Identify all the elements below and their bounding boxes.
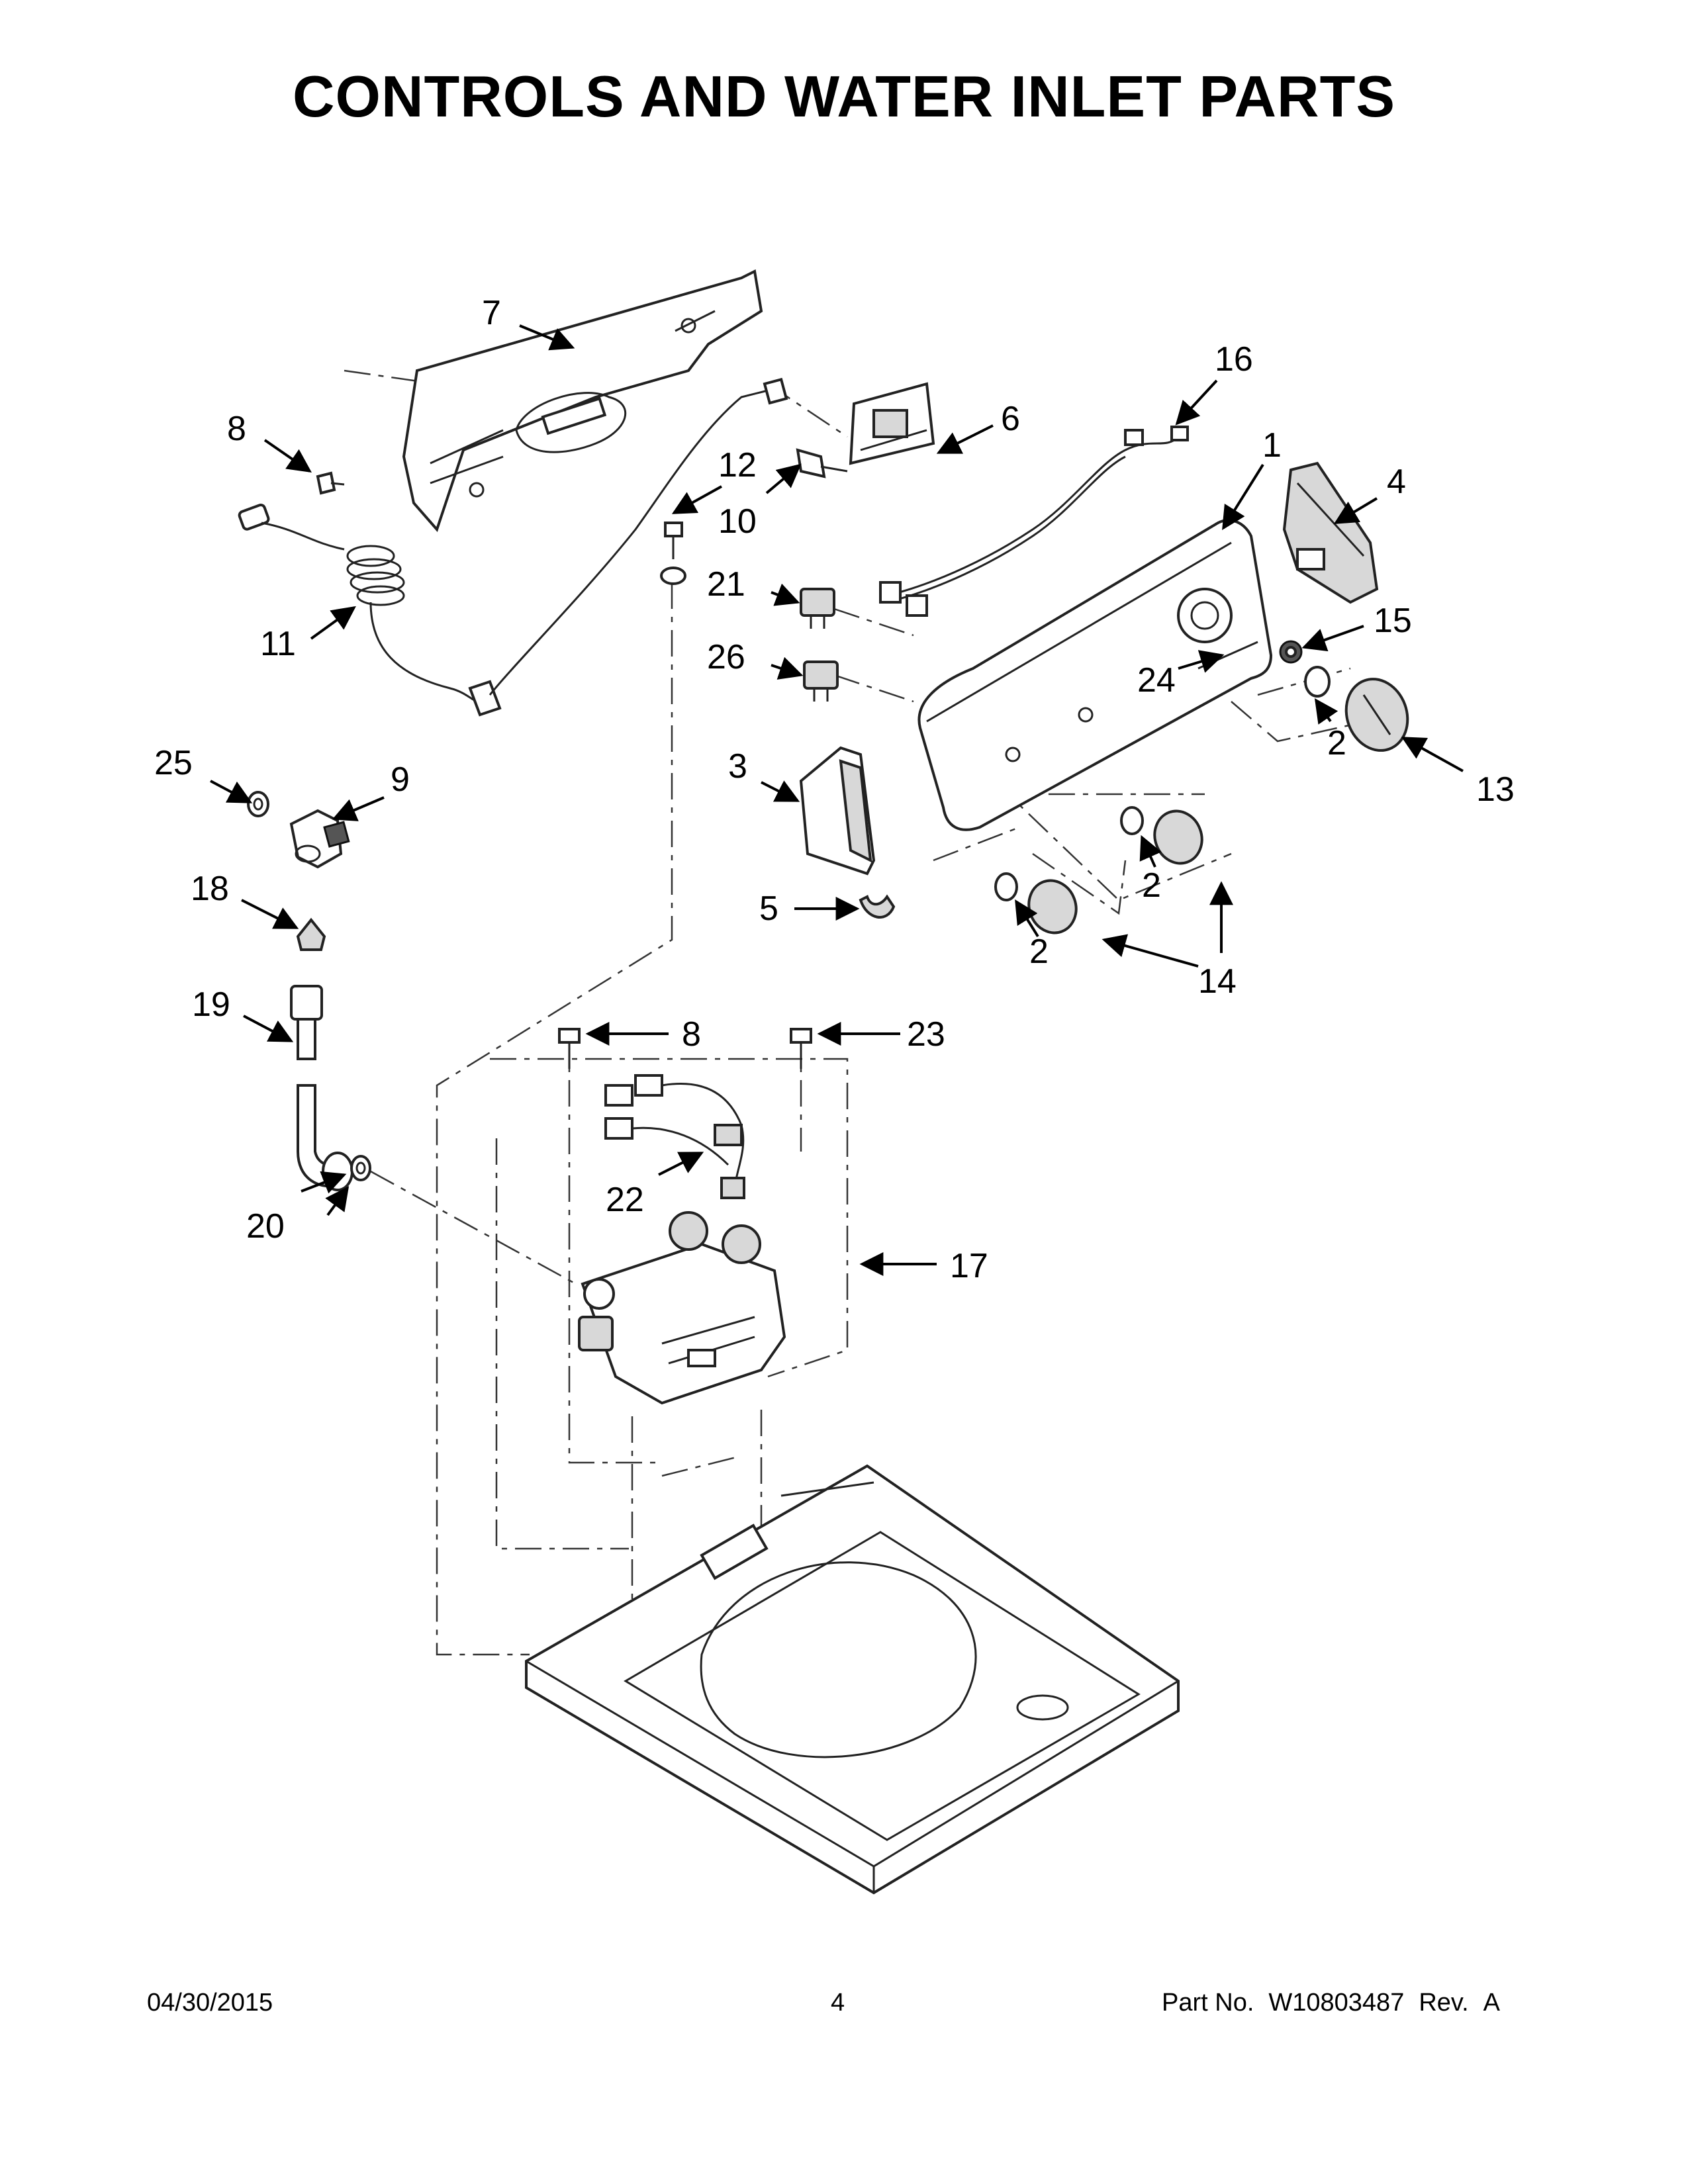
page-title: CONTROLS AND WATER INLET PARTS bbox=[292, 64, 1396, 129]
callout-16: 16 bbox=[1215, 340, 1253, 379]
part-16-wire-harness bbox=[879, 426, 1189, 617]
part-7-console-rear-panel bbox=[402, 269, 763, 532]
part-20-washer bbox=[350, 1155, 371, 1181]
washer-cabinet-top bbox=[525, 1464, 1180, 1895]
part-13-knob bbox=[1304, 666, 1409, 752]
callout-2-lower: 2 bbox=[1029, 933, 1049, 971]
callout-13: 13 bbox=[1476, 770, 1515, 809]
callout-3: 3 bbox=[728, 747, 747, 786]
callout-leaders bbox=[210, 324, 1464, 1276]
part-17-water-inlet-valve bbox=[578, 1211, 786, 1405]
part-6-control-board bbox=[849, 382, 935, 465]
callout-8-top: 8 bbox=[227, 410, 246, 448]
part-3-dispenser-cover bbox=[799, 746, 876, 876]
callout-15: 15 bbox=[1374, 602, 1412, 640]
leader-11 bbox=[310, 606, 356, 640]
callout-7: 7 bbox=[482, 294, 501, 332]
part-11-power-cord bbox=[238, 377, 788, 717]
part-9-hose-connector bbox=[289, 809, 350, 869]
part-8-screw-top bbox=[316, 471, 345, 495]
callout-21: 21 bbox=[707, 565, 745, 604]
callout-25: 25 bbox=[154, 744, 193, 782]
footer-page-number: 4 bbox=[831, 1989, 845, 2017]
part-5-clip bbox=[859, 894, 896, 919]
revision-label: Rev. bbox=[1419, 1989, 1469, 2017]
part-1-console bbox=[917, 519, 1273, 831]
callout-9: 9 bbox=[391, 760, 410, 799]
callout-19: 19 bbox=[192, 985, 230, 1024]
part-number-value: W10803487 bbox=[1268, 1989, 1405, 2017]
part-23-screw bbox=[790, 1028, 812, 1069]
part-26-switch bbox=[803, 660, 839, 702]
callout-5: 5 bbox=[759, 889, 778, 928]
part-25-washer bbox=[247, 791, 269, 817]
callout-10: 10 bbox=[718, 502, 757, 541]
callout-12: 12 bbox=[718, 446, 757, 484]
part-10-screw bbox=[796, 448, 848, 478]
part-18-filter-screen bbox=[296, 917, 326, 951]
part-22-valve-wire-harness bbox=[604, 1074, 745, 1199]
part-number-label: Part No. bbox=[1162, 1989, 1254, 2017]
callout-17: 17 bbox=[950, 1247, 988, 1285]
part-21-switch bbox=[800, 588, 835, 629]
part-14-knob-upper bbox=[1120, 806, 1203, 865]
callout-8-lower: 8 bbox=[682, 1015, 701, 1054]
callout-4: 4 bbox=[1387, 463, 1406, 501]
callout-6: 6 bbox=[1001, 400, 1020, 438]
callout-11: 11 bbox=[260, 625, 296, 663]
callout-14: 14 bbox=[1198, 962, 1237, 1001]
part-14-knob-lower bbox=[994, 872, 1078, 934]
callout-22: 22 bbox=[606, 1181, 644, 1219]
callout-labels: 7 8 12 10 6 16 1 4 11 21 26 15 24 2 13 3… bbox=[154, 294, 1515, 1285]
callout-26: 26 bbox=[707, 638, 745, 676]
part-15-nut bbox=[1279, 640, 1303, 664]
callout-20: 20 bbox=[246, 1207, 285, 1246]
revision-value: A bbox=[1483, 1989, 1501, 2017]
part-19-fill-hose bbox=[290, 985, 353, 1191]
callout-18: 18 bbox=[191, 870, 229, 908]
part-4-bracket bbox=[1282, 461, 1379, 604]
callout-2-middle: 2 bbox=[1142, 866, 1161, 905]
callout-23: 23 bbox=[907, 1015, 945, 1054]
footer-date: 04/30/2015 bbox=[147, 1989, 273, 2017]
callout-24: 24 bbox=[1137, 661, 1176, 700]
part-8-screw-lower bbox=[558, 1028, 581, 1069]
callout-1: 1 bbox=[1262, 426, 1282, 465]
part-12-screw-washer bbox=[660, 522, 686, 585]
footer-part-number: Part No. W10803487 Rev. A bbox=[1162, 1989, 1515, 2017]
callout-2-right: 2 bbox=[1327, 724, 1346, 762]
